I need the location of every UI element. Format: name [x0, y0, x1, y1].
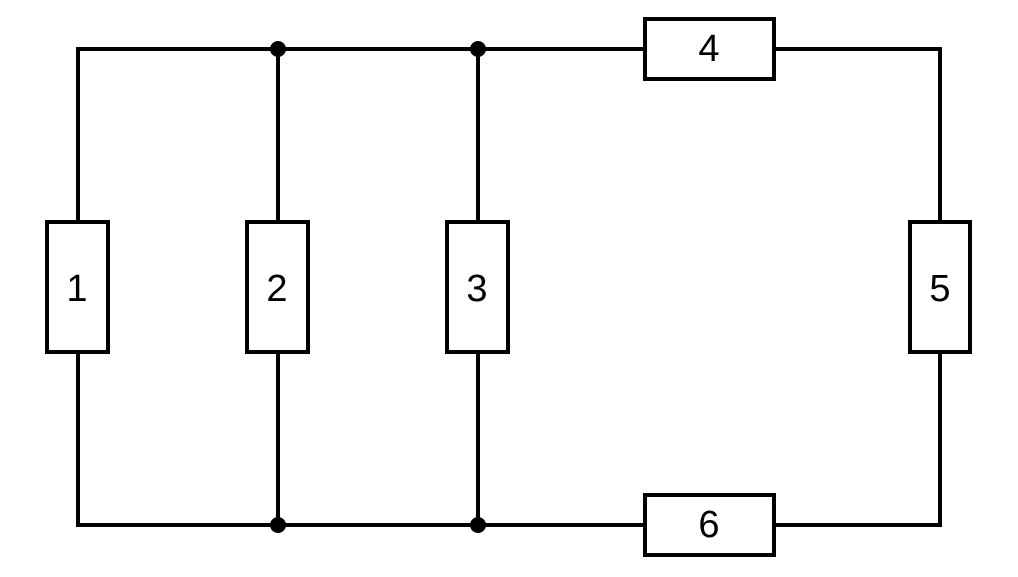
resistor-3-label: 3	[466, 268, 487, 310]
resistor-1: 1	[45, 220, 110, 354]
resistor-1-body	[45, 220, 110, 354]
resistor-6-body	[643, 493, 776, 557]
resistor-5: 5	[908, 220, 972, 354]
junctions	[270, 41, 486, 533]
resistor-6: 6	[643, 493, 776, 557]
junction-dot	[470, 41, 486, 57]
junction-dot	[270, 41, 286, 57]
resistor-4-body	[643, 17, 776, 81]
resistor-6-label: 6	[698, 504, 719, 546]
resistor-4-label: 4	[698, 28, 719, 70]
resistor-5-body	[908, 220, 972, 354]
resistor-3-body	[445, 220, 510, 354]
resistor-2-body	[245, 220, 310, 354]
resistor-2: 2	[245, 220, 310, 354]
resistor-2-label: 2	[266, 268, 287, 310]
resistor-4: 4	[643, 17, 776, 81]
junction-dot	[270, 517, 286, 533]
resistor-1-label: 1	[66, 268, 87, 310]
resistor-3: 3	[445, 220, 510, 354]
junction-dot	[470, 517, 486, 533]
wires	[76, 47, 942, 527]
resistor-5-label: 5	[929, 268, 950, 310]
